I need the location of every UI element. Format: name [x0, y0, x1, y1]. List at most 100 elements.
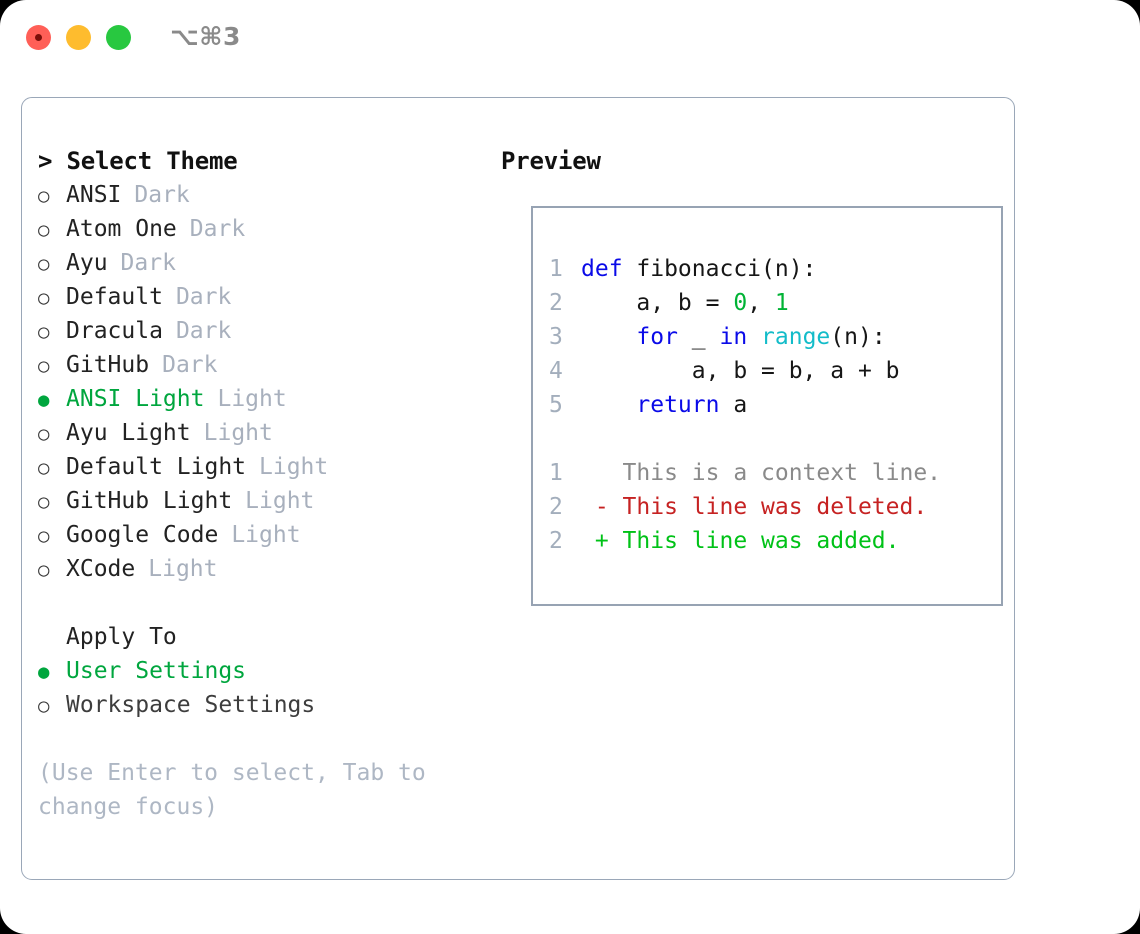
token-plain: a — [719, 392, 748, 418]
theme-variant-badge: Light — [203, 420, 273, 446]
code-line: 3 for _ in range(n): — [549, 320, 941, 354]
token-kw: return — [636, 392, 720, 418]
theme-variant-badge: Dark — [175, 284, 232, 310]
theme-variant-badge: Dark — [120, 250, 176, 276]
theme-variant-badge: Light — [259, 454, 329, 480]
theme-variant-badge: Dark — [189, 216, 246, 242]
diff-text-add: + This line was added. — [581, 528, 900, 554]
theme-variant-badge: Light — [148, 556, 218, 582]
code-text: return a — [581, 388, 747, 422]
theme-list-item[interactable]: ○ GitHub Dark — [38, 348, 488, 382]
theme-list-item[interactable]: ○ Ayu Dark — [38, 246, 488, 280]
radio-unselected-icon: ○ — [38, 423, 50, 445]
code-spacer — [549, 422, 941, 456]
title-bar: ⌥⌘3 — [0, 0, 1140, 76]
code-line: 5 return a — [549, 388, 941, 422]
minimize-button[interactable] — [66, 25, 91, 50]
token-plain: a, b = — [636, 290, 734, 316]
code-text: a, b = 0, 1 — [581, 286, 788, 320]
select-theme-heading: > Select Theme — [38, 147, 238, 175]
radio-unselected-icon: ○ — [38, 253, 50, 275]
line-number: 4 — [549, 358, 563, 384]
apply-to-option[interactable]: ○ Workspace Settings — [38, 688, 488, 722]
radio-unselected-icon: ○ — [38, 321, 50, 343]
line-number: 2 — [549, 528, 563, 554]
theme-list-item[interactable]: ○ Default Light Light — [38, 450, 488, 484]
apply-to-section: Apply To ●User Settings ○ Workspace Settin… — [38, 620, 488, 722]
radio-unselected-icon: ○ — [38, 219, 50, 241]
radio-selected-icon: ● — [38, 389, 50, 411]
theme-variant-badge: Light — [245, 488, 315, 514]
radio-unselected-icon: ○ — [38, 287, 50, 309]
theme-name: Ayu Light — [66, 420, 191, 446]
radio-unselected-icon: ○ — [38, 457, 50, 479]
code-text: for _ in range(n): — [581, 320, 886, 354]
theme-name: Default Light — [66, 454, 247, 480]
diff-line: 2 - This line was deleted. — [549, 490, 941, 524]
maximize-button[interactable] — [106, 25, 131, 50]
apply-to-option-label: Workspace Settings — [66, 692, 316, 718]
theme-list-item[interactable]: ○ Atom One Dark — [38, 212, 488, 246]
diff-text-ctx: This is a context line. — [581, 460, 942, 486]
radio-unselected-icon: ○ — [38, 525, 50, 547]
theme-variant-badge: Light — [231, 522, 301, 548]
code-line: 1 def fibonacci(n): — [549, 252, 941, 286]
line-number: 2 — [549, 290, 563, 316]
apply-to-heading: Apply To — [66, 624, 177, 650]
radio-unselected-icon: ○ — [38, 355, 50, 377]
diff-text-del: - This line was deleted. — [581, 494, 928, 520]
window-controls — [26, 25, 131, 50]
radio-unselected-icon: ○ — [38, 695, 50, 717]
theme-name: Default — [66, 284, 163, 310]
theme-name: Ayu — [66, 250, 108, 276]
code-text: def fibonacci(n): — [581, 252, 816, 286]
token-plain: (n): — [830, 324, 886, 350]
radio-unselected-icon: ○ — [38, 559, 50, 581]
theme-variant-badge: Dark — [175, 318, 232, 344]
theme-name: Dracula — [66, 318, 163, 344]
token-plain: _ — [677, 324, 720, 350]
keyboard-shortcut-label: ⌥⌘3 — [170, 22, 241, 51]
theme-list-item[interactable]: ○ Default Dark — [38, 280, 488, 314]
apply-to-option-label: User Settings — [66, 658, 247, 684]
theme-name: Atom One — [66, 216, 177, 242]
diff-line: 2 + This line was added. — [549, 524, 941, 558]
line-number: 5 — [549, 392, 563, 418]
theme-name: ANSI Light — [66, 386, 205, 412]
theme-variant-badge: Dark — [134, 182, 190, 208]
theme-variant-badge: Dark — [162, 352, 218, 378]
theme-list-item[interactable]: ○ Ayu Light Light — [38, 416, 488, 450]
line-number: 1 — [549, 256, 563, 282]
token-plain — [747, 324, 761, 350]
close-button[interactable] — [26, 25, 51, 50]
line-number: 1 — [549, 460, 563, 486]
token-kw: in — [719, 324, 748, 350]
token-plain: a, b = b, a + b — [691, 358, 900, 384]
theme-name: GitHub Light — [66, 488, 233, 514]
line-number: 2 — [549, 494, 563, 520]
keyboard-hint-text: (Use Enter to select, Tab to change focu… — [38, 760, 426, 820]
theme-name: ANSI — [66, 182, 122, 208]
line-number: 3 — [549, 324, 563, 350]
apply-to-list[interactable]: ●User Settings ○ Workspace Settings — [38, 654, 488, 722]
theme-name: GitHub — [66, 352, 150, 378]
apply-to-option[interactable]: ●User Settings — [38, 654, 488, 688]
token-fn: range — [761, 324, 831, 350]
code-line: 4 a, b = b, a + b — [549, 354, 941, 388]
token-kw: def — [581, 256, 623, 282]
token-num: 0 — [733, 290, 748, 316]
token-plain: fibonacci(n): — [622, 256, 817, 282]
theme-list-item[interactable]: ○ Dracula Dark — [38, 314, 488, 348]
diff-line: 1 This is a context line. — [549, 456, 941, 490]
